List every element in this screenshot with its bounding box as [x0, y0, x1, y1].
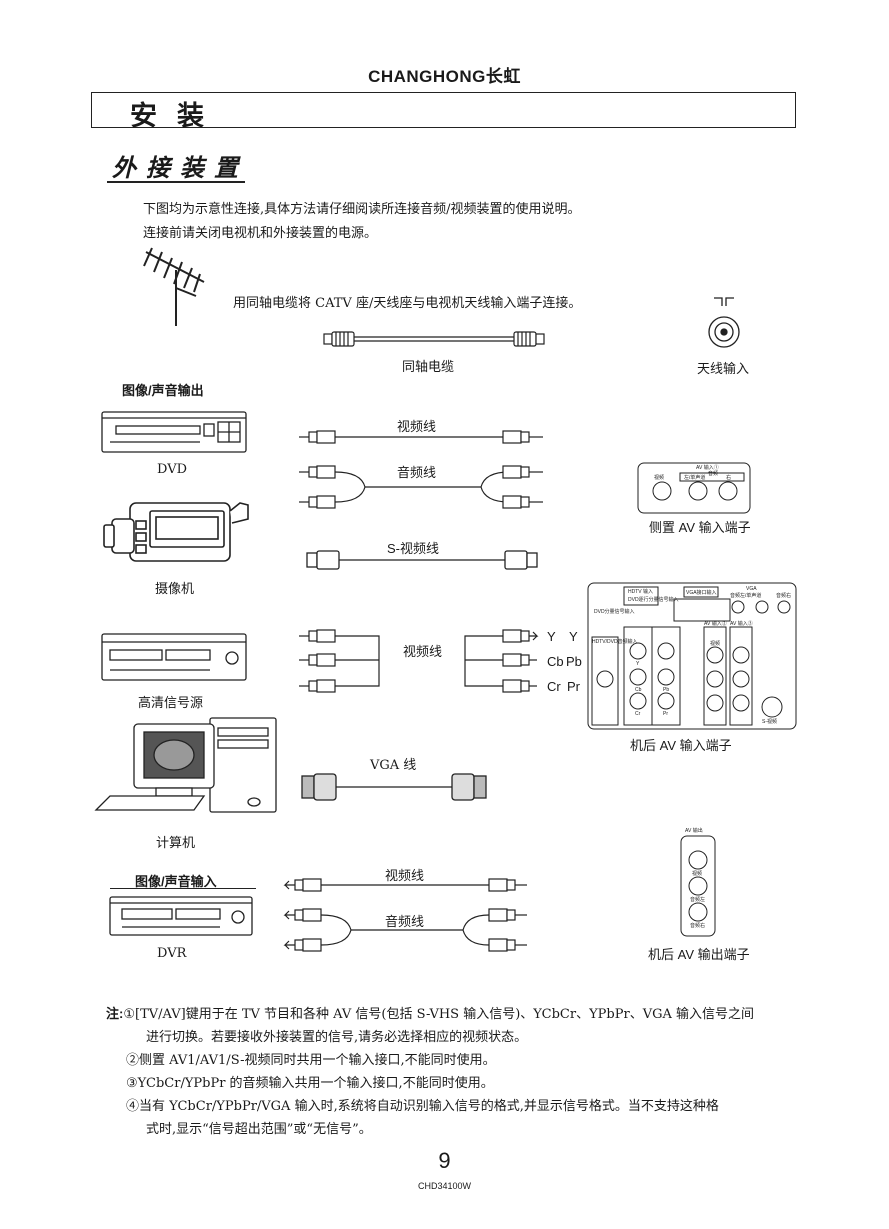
vga-cable-icon — [301, 773, 487, 801]
dvd-player-icon — [101, 411, 247, 453]
antenna-input-icon — [708, 297, 740, 348]
rear-svideo: S-视频 — [762, 718, 777, 725]
svideo-cable-icon — [306, 550, 538, 570]
port-pr: Pr — [567, 679, 580, 694]
video-cable-icon — [299, 430, 543, 444]
rear-hdtv-dvd-audio: HDTV/DVD音频输入 — [592, 638, 638, 645]
section-title: 安装 — [130, 101, 224, 132]
dvd-label: DVD — [157, 462, 188, 477]
note-1b: 进行切换。若要接收外接装置的信号,请务必选择相应的视频状态。 — [146, 1030, 528, 1045]
side-panel-left: 左/单声道 — [684, 474, 705, 481]
antenna-icon — [143, 247, 205, 326]
note-4b: 式时,显示“信号超出范围”或“无信号”。 — [146, 1122, 372, 1137]
component-cable-label: 视频线 — [403, 645, 443, 660]
dvr-video-cable-icon — [283, 878, 527, 892]
svideo-cable-label: S-视频线 — [387, 541, 440, 556]
dvr-video-cable-label: 视频线 — [385, 869, 425, 884]
intro-line-2: 连接前请关闭电视机和外接装置的电源。 — [143, 226, 378, 241]
hd-source-icon — [101, 633, 247, 681]
rear-vga-in: VGA接口输入 — [686, 589, 717, 596]
out-panel-audio-right: 音频右 — [690, 922, 705, 929]
av-input-heading: 图像/声音输入 — [135, 874, 217, 889]
rear-vga: VGA — [746, 586, 757, 592]
camcorder-icon — [103, 502, 249, 562]
port-cb: Cb — [547, 654, 564, 669]
notes: 注:①[TV/AV]键用于在 TV 节目和各种 AV 信号(包括 S-VHS 输… — [106, 1002, 806, 1141]
rear-video: 视频 — [710, 640, 720, 647]
out-panel-video: 视频 — [692, 870, 702, 877]
dvr-icon — [109, 896, 253, 936]
coax-cable-label: 同轴电缆 — [402, 360, 455, 375]
rear-y: Y — [636, 661, 640, 667]
rear-cr: Cr — [635, 711, 641, 717]
rear-audio-left-mono: 音频左/单声道 — [730, 592, 761, 599]
rear-av-in-2: AV 输入② — [704, 620, 727, 627]
side-av-label: 侧置 AV 输入端子 — [649, 520, 751, 535]
side-panel-title: AV 输入① — [696, 464, 719, 471]
antenna-input-label: 天线输入 — [697, 362, 750, 377]
notes-prefix: 注: — [106, 1006, 124, 1021]
dvr-label: DVR — [157, 946, 187, 961]
rear-av-out-label: 机后 AV 输出端子 — [648, 947, 750, 962]
rear-av-in-3: AV 输入③ — [730, 620, 753, 627]
computer-label: 计算机 — [156, 836, 196, 851]
rear-dvd-progressive: DVD逐行分量信号输入 — [628, 596, 679, 603]
rear-av-in-label: 机后 AV 输入端子 — [630, 738, 732, 753]
side-av-panel: AV 输入① 视频 音频 左/单声道 右 — [637, 462, 751, 514]
note-1a: ①[TV/AV]键用于在 TV 节目和各种 AV 信号(包括 S-VHS 输入信… — [123, 1007, 754, 1022]
audio-cable-icon — [299, 465, 543, 509]
rear-cb: Cb — [635, 687, 642, 693]
rear-pb: Pb — [663, 687, 669, 693]
component-cable-icon — [299, 629, 539, 693]
section-header: 安装 — [91, 92, 796, 132]
side-panel-right: 右 — [726, 474, 731, 481]
port-y-alt: Y — [569, 629, 578, 644]
coax-cable-icon — [323, 331, 545, 347]
rear-av-panel: HDTV 输入 DVD逐行分量信号输入 DVD分量信号输入 HDTV/DVD音频… — [587, 582, 797, 730]
subsection-title: 外接装置 — [112, 153, 248, 182]
antenna-instruction: 用同轴电缆将 CATV 座/天线座与电视机天线输入端子连接。 — [233, 296, 582, 311]
out-panel-audio-left: 音频左 — [690, 896, 705, 903]
audio-cable-label: 音频线 — [397, 466, 437, 481]
video-cable-label: 视频线 — [397, 420, 437, 435]
av-output-heading: 图像/声音输出 — [122, 383, 204, 398]
port-y: Y — [547, 629, 556, 644]
out-panel-title: AV 输出 — [685, 827, 703, 834]
rear-pr: Pr — [663, 711, 668, 717]
brand-logo: CHANGHONG长虹 — [368, 67, 521, 86]
vga-cable-label: VGA 线 — [370, 758, 417, 773]
rear-av-out-panel: AV 输出 视频 音频左 音频右 — [680, 827, 716, 937]
subsection-underline — [107, 181, 245, 183]
rear-dvd-component: DVD分量信号输入 — [594, 608, 635, 615]
rear-hdtv-in: HDTV 输入 — [628, 588, 653, 595]
computer-icon — [94, 717, 277, 813]
side-panel-video: 视频 — [654, 474, 664, 481]
side-panel-audio: 音频 — [708, 470, 718, 477]
hd-source-label: 高清信号源 — [138, 696, 204, 711]
dvr-audio-cable-icon — [283, 908, 527, 952]
rear-audio-right: 音频右 — [776, 592, 791, 599]
dvr-audio-cable-label: 音频线 — [385, 915, 425, 930]
port-pb: Pb — [566, 654, 582, 669]
camcorder-label: 摄像机 — [155, 582, 195, 597]
av-input-underline — [110, 888, 256, 889]
note-2: ②侧置 AV1/AV1/S-视频同时共用一个输入接口,不能同时使用。 — [126, 1053, 496, 1068]
intro-line-1: 下图均为示意性连接,具体方法请仔细阅读所连接音频/视频装置的使用说明。 — [143, 202, 581, 217]
note-3: ③YCbCr/YPbPr 的音频输入共用一个输入接口,不能同时使用。 — [126, 1076, 494, 1091]
page-number: 9 — [438, 1148, 451, 1173]
port-cr: Cr — [547, 679, 561, 694]
model-number: CHD34100W — [417, 1181, 472, 1191]
note-4a: ④当有 YCbCr/YPbPr/VGA 输入时,系统将自动识别输入信号的格式,并… — [126, 1099, 719, 1114]
